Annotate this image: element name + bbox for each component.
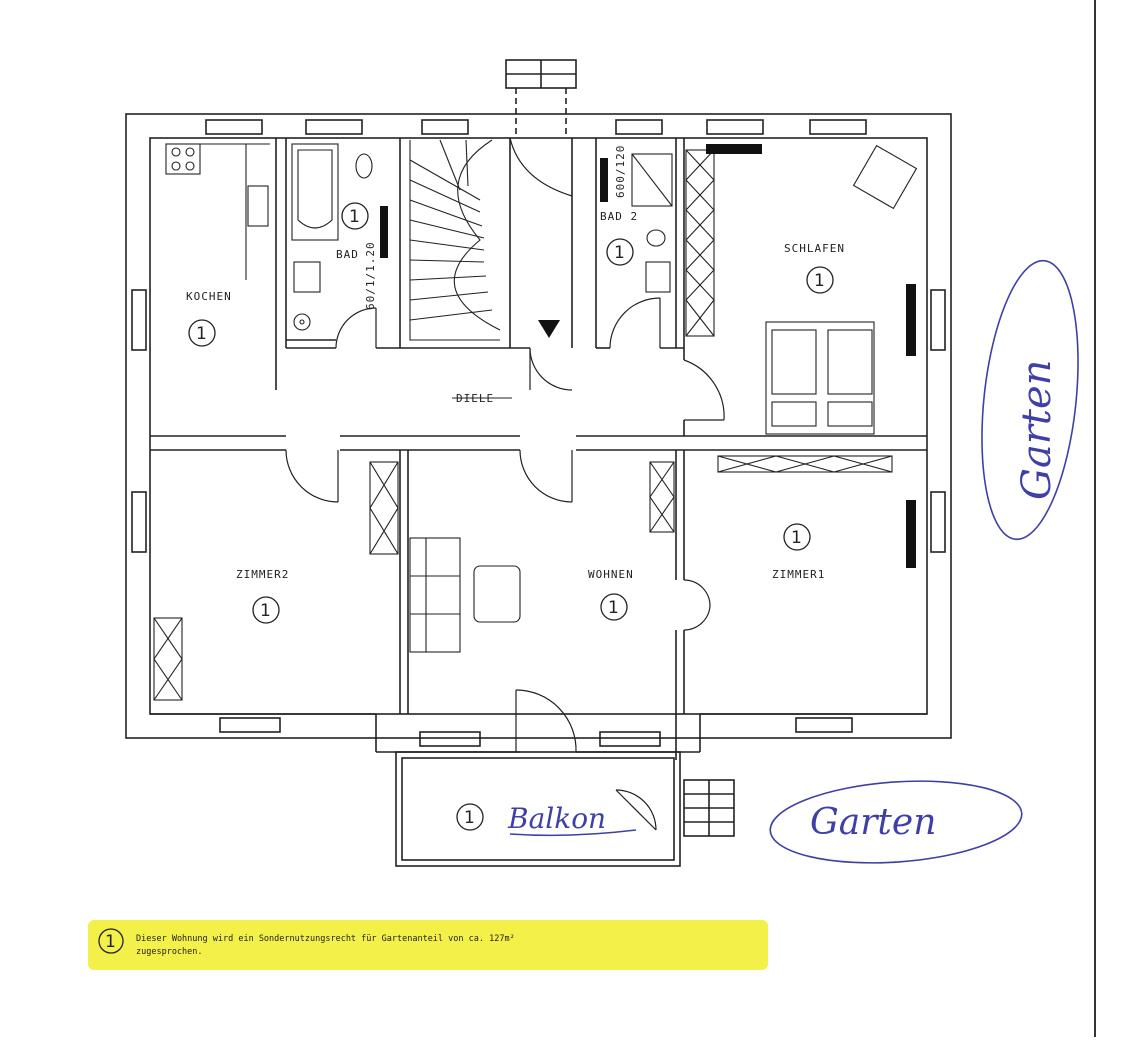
- handwritten-balkon: Balkon: [507, 802, 606, 835]
- svg-text:1: 1: [791, 528, 802, 548]
- building-walls: [125, 59, 952, 867]
- svg-text:1: 1: [614, 243, 625, 263]
- unit-markers: 1 1 1 1 1 1 1 1: [188, 202, 834, 831]
- radiators: [380, 144, 916, 568]
- marker-kochen: 1: [188, 319, 216, 347]
- legend-marker-circle: [98, 928, 124, 954]
- svg-text:1: 1: [464, 808, 475, 828]
- handwritten-garten-bottom: Garten: [810, 802, 936, 843]
- svg-text:1: 1: [196, 324, 207, 344]
- marker-bad2: 1: [606, 238, 634, 266]
- down-arrow-icon: [538, 320, 560, 338]
- room-label-schlafen: SCHLAFEN: [784, 242, 845, 255]
- marker-balkon: 1: [456, 803, 484, 831]
- legend-highlight: [88, 920, 768, 970]
- marker-wohnen: 1: [600, 593, 628, 621]
- garten-bottom-circle: [769, 780, 1023, 864]
- legend-line-2: zugesprochen.: [136, 947, 203, 957]
- balcony-outline: [395, 751, 681, 867]
- room-label-bad: BAD: [336, 248, 359, 261]
- room-label-bad2: BAD 2: [600, 210, 638, 223]
- marker-schlafen: 1: [806, 266, 834, 294]
- dimension-bad2: 600/120: [614, 145, 627, 198]
- svg-text:1: 1: [349, 207, 360, 227]
- room-label-zimmer1: ZIMMER1: [772, 568, 825, 581]
- door-swings: [285, 137, 725, 831]
- legend-line-1: Dieser Wohnung wird ein Sondernutzungsre…: [136, 934, 515, 944]
- room-label-wohnen: WOHNEN: [588, 568, 634, 581]
- svg-text:1: 1: [608, 598, 619, 618]
- staircase: [409, 139, 501, 341]
- room-label-zimmer2: ZIMMER2: [236, 568, 289, 581]
- garten-right-circle: [981, 259, 1079, 541]
- svg-text:1: 1: [814, 271, 825, 291]
- room-label-kochen: KOCHEN: [186, 290, 232, 303]
- dimension-bad: 60/1/1.20: [364, 241, 377, 310]
- marker-zimmer1: 1: [783, 523, 811, 551]
- handwritten-garten-right: Garten: [1014, 360, 1060, 500]
- marker-zimmer2: 1: [252, 596, 280, 624]
- fixtures: [153, 143, 918, 701]
- marker-bad: 1: [341, 202, 369, 230]
- balkon-underline: [509, 829, 637, 837]
- svg-text:1: 1: [260, 601, 271, 621]
- legend-marker: 1: [105, 932, 116, 952]
